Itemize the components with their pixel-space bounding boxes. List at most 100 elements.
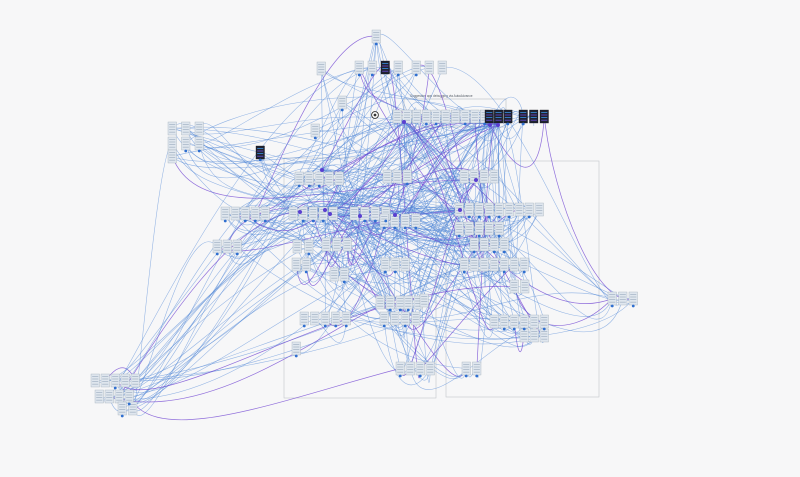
screen-card[interactable] [390,311,400,326]
screen-card[interactable] [392,109,402,124]
connection-node[interactable] [363,219,367,223]
connection-node[interactable] [323,324,327,328]
connection-node[interactable] [223,219,227,223]
screen-card[interactable] [181,136,191,151]
screen-card[interactable] [324,171,334,186]
flow-edge[interactable] [398,67,465,266]
connection-node[interactable] [311,219,315,223]
connection-node[interactable] [405,182,409,186]
screen-card[interactable] [400,257,410,272]
connection-node[interactable] [502,250,506,254]
screen-card[interactable] [504,202,514,217]
screen-card[interactable] [514,202,524,217]
connection-node[interactable] [243,219,247,223]
screen-card[interactable] [314,171,324,186]
screen-card[interactable] [484,109,494,124]
connection-node[interactable] [414,226,418,230]
screen-card[interactable] [484,202,494,217]
screen-card[interactable] [509,257,519,272]
screen-card[interactable] [255,145,265,160]
connection-node[interactable] [403,324,407,328]
flow-edge[interactable] [489,124,525,277]
connection-node[interactable] [393,226,397,230]
screen-card[interactable] [390,257,400,272]
screen-card[interactable] [518,109,528,124]
screen-card[interactable] [520,279,530,294]
flow-edge[interactable] [303,121,405,234]
flow-edge[interactable] [299,178,465,265]
connection-node[interactable] [317,184,321,188]
screen-card[interactable] [424,60,434,75]
flow-edge[interactable] [132,178,330,412]
screen-card[interactable] [618,291,628,306]
flow-edge[interactable] [395,263,505,278]
screen-card[interactable] [534,202,544,217]
flow-edge[interactable] [497,124,500,229]
flow-edge[interactable] [95,264,505,381]
screen-card[interactable] [90,373,100,388]
connection-node[interactable] [383,270,387,274]
flow-edge[interactable] [308,246,467,369]
connection-node[interactable] [120,414,124,418]
hub-node[interactable] [488,123,492,127]
screen-card[interactable] [337,95,347,110]
screen-card[interactable] [519,257,529,272]
flow-edge[interactable] [129,67,373,397]
screen-card[interactable] [308,206,318,221]
screen-card[interactable] [509,279,519,294]
connection-node[interactable] [418,374,422,378]
connection-node[interactable] [313,136,317,140]
screen-card[interactable] [288,206,298,221]
flow-edge[interactable] [172,128,510,210]
screen-card[interactable] [431,109,441,124]
screen-card[interactable] [167,121,177,136]
connection-node[interactable] [302,324,306,328]
connection-node[interactable] [497,234,501,238]
screen-card[interactable] [299,311,309,326]
flow-edge[interactable] [358,67,613,304]
screen-card[interactable] [494,109,503,124]
screen-card[interactable] [539,314,549,329]
screen-card[interactable] [291,341,301,356]
flow-edge[interactable] [329,213,613,317]
screen-card[interactable] [469,237,479,252]
flow-edge[interactable] [344,209,530,284]
screen-card[interactable] [194,136,204,151]
flow-edge[interactable] [321,68,461,214]
flow-edge[interactable] [115,286,515,391]
connection-node[interactable] [502,270,506,274]
connection-node[interactable] [384,219,388,223]
flow-edge[interactable] [128,368,401,421]
connection-node[interactable] [382,226,386,230]
screen-card[interactable] [400,213,410,228]
flow-edge[interactable] [172,127,535,323]
screen-card[interactable] [421,109,431,124]
screen-card[interactable] [194,121,204,136]
hub-node[interactable] [458,208,462,212]
screen-card[interactable] [393,60,403,75]
screen-card[interactable] [341,311,351,326]
flow-edge[interactable] [308,121,405,249]
screen-card[interactable] [489,237,499,252]
connection-node[interactable] [467,215,471,219]
connection-node[interactable] [396,73,400,77]
screen-card[interactable] [412,109,422,124]
connection-node[interactable] [398,374,402,378]
connection-node[interactable] [424,122,428,126]
flow-edge[interactable] [306,244,485,276]
screen-card[interactable] [628,291,638,306]
screen-card[interactable] [415,361,425,376]
screen-card[interactable] [380,257,390,272]
flow-edge[interactable] [99,167,323,401]
flow-edge[interactable] [217,179,477,258]
connection-node[interactable] [398,308,402,312]
screen-card[interactable] [451,109,460,124]
screen-card[interactable] [230,206,240,221]
screen-card[interactable] [489,314,499,329]
screen-card[interactable] [379,311,389,326]
screen-card[interactable] [494,221,504,236]
screen-card[interactable] [519,328,529,343]
screen-card[interactable] [310,123,320,138]
screen-card[interactable] [304,171,314,186]
screen-card[interactable] [316,61,326,76]
